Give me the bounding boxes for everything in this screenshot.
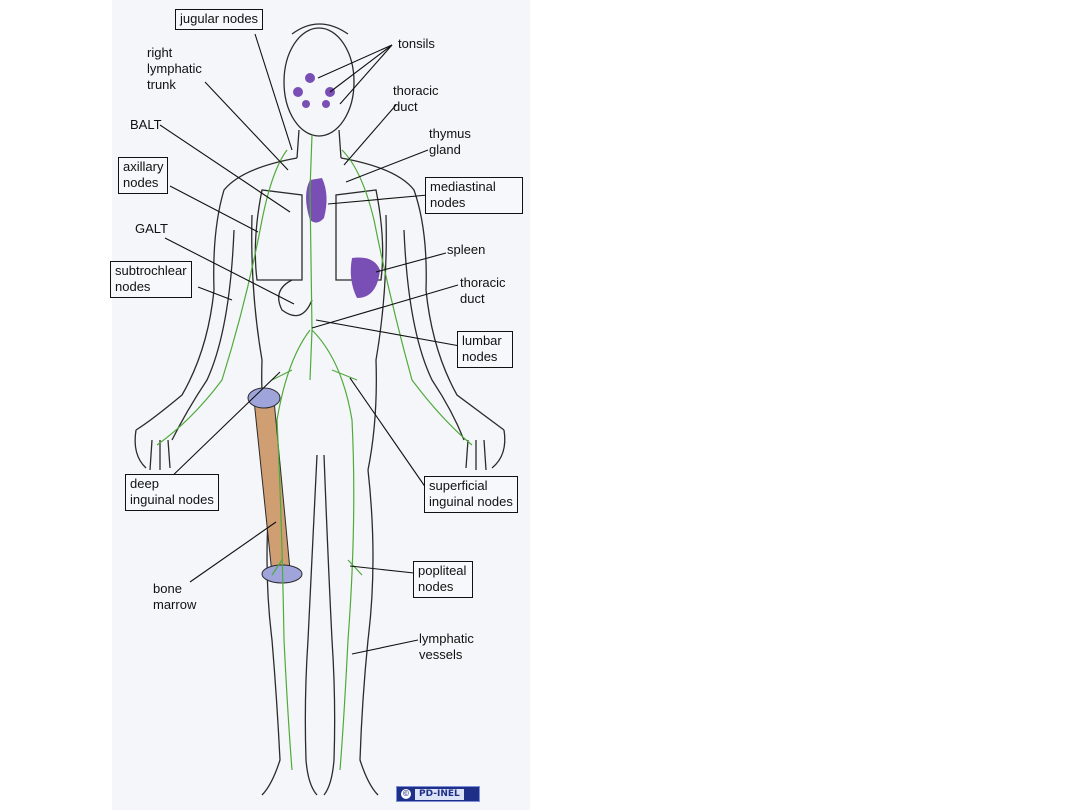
label-jugular-nodes: jugular nodes: [175, 9, 264, 30]
license-badge[interactable]: © PD-INEL: [396, 786, 480, 802]
hair-outline: [291, 23, 349, 35]
label-galt: GALT: [135, 221, 168, 236]
left-hand-outline: [134, 429, 171, 471]
lymphatic-vessels: [156, 134, 473, 771]
label-popliteal-nodes: popliteal nodes: [413, 561, 474, 598]
head-outline: [283, 27, 355, 137]
right-leg-vessel: [311, 329, 355, 771]
label-thymus-gland: thymus gland: [429, 126, 471, 157]
tonsil-mark: [302, 100, 310, 108]
label-axillary-nodes: axillary nodes: [118, 157, 169, 194]
stomach-outline: [278, 279, 313, 317]
label-mediastinal-nodes: mediastinal nodes: [425, 177, 523, 214]
thymus-shape: [306, 178, 327, 223]
node-cluster-vessels: [271, 369, 363, 576]
tonsil-mark: [293, 87, 303, 97]
label-balt: BALT: [130, 117, 162, 132]
left-leg-vessel: [276, 329, 311, 771]
label-deep-inguinal-nodes: deep inguinal nodes: [125, 474, 219, 511]
lymphatic-system-figure: [112, 0, 530, 810]
creative-commons-icon: ©: [401, 789, 411, 799]
tonsil-mark: [305, 73, 315, 83]
body-illustration: [134, 23, 506, 796]
left-shoulder-outline: [213, 157, 298, 291]
label-thoracic-duct-upper: thoracic duct: [393, 83, 439, 114]
right-arm-inner: [403, 229, 465, 441]
tonsil-mark: [322, 100, 330, 108]
tonsil-mark: [325, 87, 335, 97]
label-bone-marrow: bone marrow: [153, 581, 197, 612]
right-leg-outer: [359, 469, 379, 796]
label-thoracic-duct-lower: thoracic duct: [460, 275, 506, 306]
label-lymphatic-vessels: lymphatic vessels: [419, 631, 474, 662]
femur-bone: [247, 387, 303, 584]
right-leg-inner: [323, 454, 336, 796]
right-hand-outline: [465, 429, 506, 471]
label-spleen: spleen: [447, 242, 486, 257]
left-leg-inner: [304, 454, 318, 796]
label-subtrochlear-nodes: subtrochlear nodes: [110, 261, 192, 298]
left-lung-outline: [254, 189, 303, 281]
label-tonsils: tonsils: [398, 36, 435, 51]
license-badge-text: PD-INEL: [415, 788, 464, 800]
label-superficial-inguinal-nodes: superficial inguinal nodes: [424, 476, 518, 513]
label-lumbar-nodes: lumbar nodes: [457, 331, 513, 368]
label-right-lymphatic-trunk: right lymphatic trunk: [147, 45, 202, 92]
left-arm-outer: [135, 289, 215, 431]
neck-outline: [296, 129, 342, 159]
right-torso-outline: [367, 214, 387, 471]
thoracic-duct-vessel: [309, 134, 313, 381]
spleen-shape: [350, 257, 380, 298]
